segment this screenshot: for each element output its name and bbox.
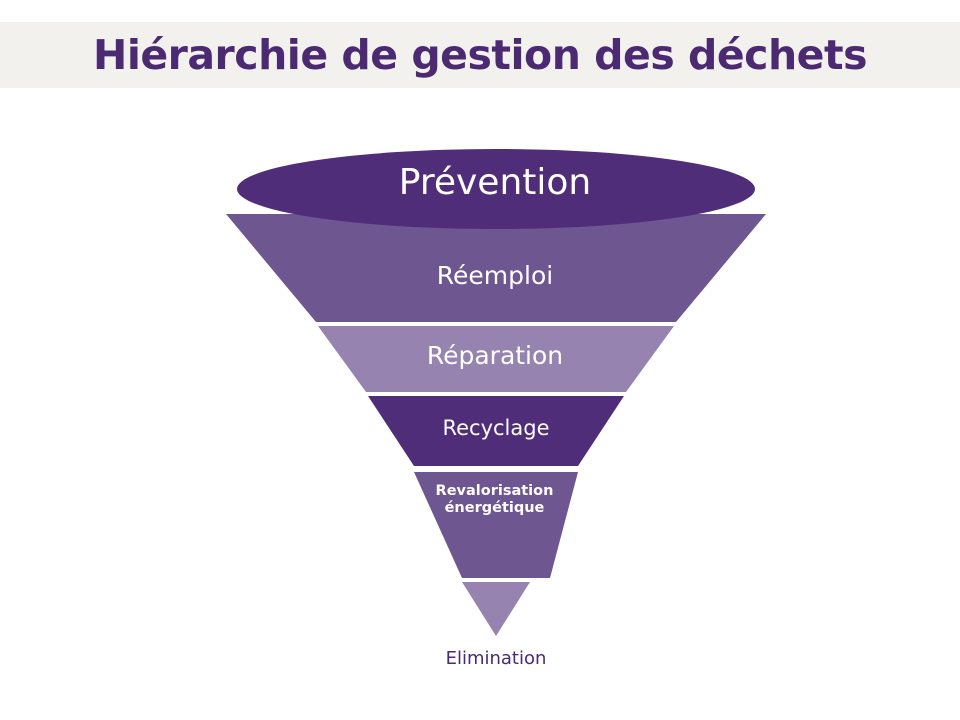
title-band: [0, 22, 960, 88]
label-prevention: Prévention: [398, 162, 592, 203]
funnel-segment-prevention: [237, 149, 755, 229]
label-recyclage: Recyclage: [442, 416, 550, 440]
funnel-segment-reemploi: [226, 214, 766, 322]
funnel-segment-reparation: [318, 326, 674, 392]
label-revalorisation: Revalorisation énergétique: [435, 483, 554, 516]
label-reemploi: Réemploi: [436, 261, 554, 290]
label-reparation: Réparation: [426, 341, 564, 370]
funnel-segment-elimination: [462, 582, 530, 636]
funnel-segment-recyclage: [368, 396, 624, 466]
funnel-segment-revalorisation: [414, 472, 578, 578]
page-title: Hiérarchie de gestion des déchets: [93, 31, 867, 79]
label-elimination: Elimination: [445, 648, 547, 669]
